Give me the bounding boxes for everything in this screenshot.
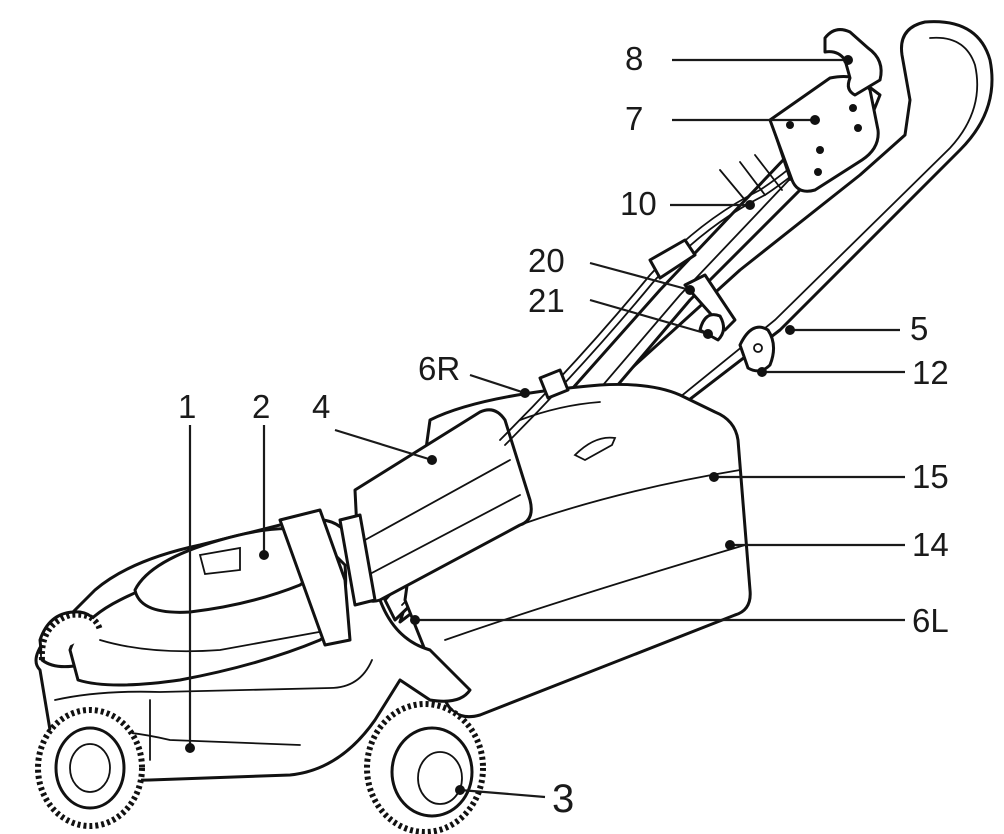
label-6R: 6R: [418, 350, 460, 387]
label-14: 14: [912, 526, 949, 563]
label-3: 3: [552, 777, 574, 821]
part-labels: 1 2 4 3 5 6R 6L 7 8 10 12 14 15 20 21: [178, 40, 949, 821]
switch-lever: [823, 28, 883, 97]
label-7: 7: [625, 100, 643, 137]
label-5: 5: [910, 310, 928, 347]
quick-release: [683, 273, 737, 342]
catcher-lid: [338, 408, 533, 607]
front-wheel: [35, 707, 145, 829]
cable-and-switch: [499, 149, 816, 446]
label-12: 12: [912, 354, 949, 391]
rear-wheel: [364, 701, 486, 834]
label-1: 1: [178, 388, 196, 425]
label-4: 4: [312, 388, 330, 425]
label-21: 21: [528, 282, 565, 319]
label-15: 15: [912, 458, 949, 495]
label-20: 20: [528, 242, 565, 279]
label-6L: 6L: [912, 602, 949, 639]
label-2: 2: [252, 388, 270, 425]
label-8: 8: [625, 40, 643, 77]
front-wheel-far: [38, 611, 103, 661]
label-10: 10: [620, 185, 657, 222]
leader-lines: [185, 55, 905, 799]
